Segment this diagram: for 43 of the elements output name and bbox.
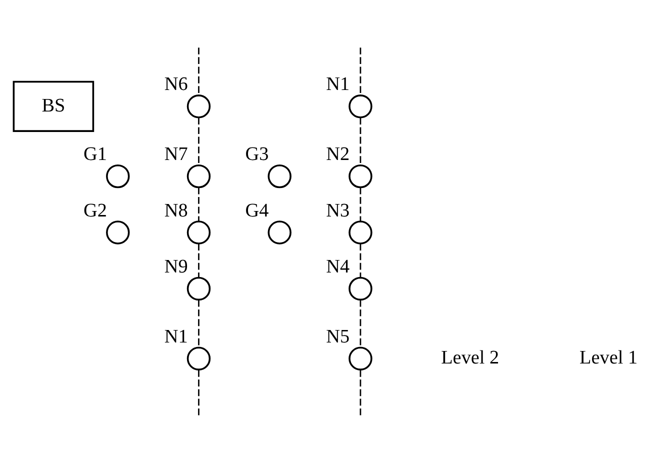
connector bbox=[198, 186, 200, 221]
node-label: G1 bbox=[84, 144, 107, 165]
connector bbox=[198, 370, 200, 417]
node-label: N4 bbox=[326, 256, 350, 278]
node-label: N8 bbox=[164, 200, 188, 221]
node-label: G3 bbox=[245, 144, 269, 165]
node-circle bbox=[348, 220, 372, 244]
connector bbox=[360, 299, 362, 347]
node-circle bbox=[186, 164, 211, 188]
node-label: N5 bbox=[326, 326, 350, 347]
node-circle bbox=[186, 220, 211, 244]
label: Level 1 bbox=[580, 347, 638, 368]
node-label: N7 bbox=[164, 144, 188, 165]
node-circle bbox=[186, 276, 211, 300]
node-box: BS bbox=[12, 80, 94, 132]
node-circle bbox=[186, 94, 211, 118]
node-label: N1 bbox=[326, 74, 350, 95]
connector bbox=[198, 243, 200, 278]
connector bbox=[360, 370, 362, 417]
node-circle bbox=[348, 94, 372, 118]
node-circle bbox=[348, 164, 372, 188]
node-circle bbox=[348, 346, 372, 370]
node-label: G2 bbox=[84, 200, 107, 221]
node-circle bbox=[348, 276, 372, 300]
connector bbox=[360, 186, 362, 221]
node-circle bbox=[268, 220, 292, 244]
node-label: N6 bbox=[164, 74, 188, 95]
node-circle bbox=[106, 220, 130, 244]
connector bbox=[198, 117, 200, 164]
node-label: N1 bbox=[164, 326, 188, 347]
connector bbox=[198, 299, 200, 347]
node-circle bbox=[106, 164, 130, 188]
node-label: N9 bbox=[164, 256, 188, 278]
node-circle bbox=[268, 164, 292, 188]
node-label: G4 bbox=[245, 200, 269, 221]
label: Level 2 bbox=[441, 347, 500, 368]
connector bbox=[198, 47, 200, 95]
connector bbox=[360, 243, 362, 278]
node-label: N3 bbox=[326, 200, 350, 221]
connector bbox=[360, 117, 362, 164]
connector bbox=[360, 47, 362, 95]
node-circle bbox=[186, 346, 211, 370]
node-label: N2 bbox=[326, 144, 350, 165]
